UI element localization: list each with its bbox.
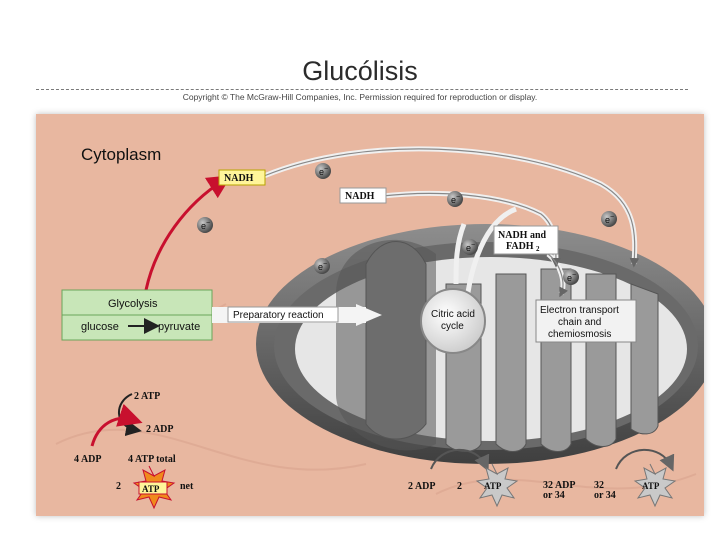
figure-canvas: e− e− e− e− e− e− e− Cytoplasm NADH NADH…	[55, 145, 704, 510]
cytoplasm-label: Cytoplasm	[81, 145, 161, 164]
glucose-label: glucose	[81, 321, 119, 333]
atp-net-badge	[138, 481, 168, 495]
title-divider	[36, 89, 688, 90]
electron-transport-label-b: chain and	[558, 317, 601, 328]
citric-atp-accounting: 2 ADP 2 ATP	[408, 448, 519, 508]
two-adp-out-label: 2 ADP	[146, 424, 174, 435]
electron-icon: e−	[447, 191, 463, 207]
citric-atp-label: ATP	[484, 481, 502, 491]
nadh-fadh-subscript: 2	[536, 245, 540, 253]
etc-atp-star	[633, 463, 677, 508]
pyruvate-label: pyruvate	[158, 321, 200, 333]
svg-text:e−: e−	[318, 261, 327, 272]
electron-icon: e−	[462, 239, 478, 255]
etc-atp-accounting: 32 ADP or 34 32 or 34 ATP	[543, 448, 677, 508]
electron-icon: e−	[315, 163, 331, 179]
atp-net-label: ATP	[142, 484, 160, 494]
svg-text:e−: e−	[466, 242, 475, 253]
net-two-label: 2	[116, 481, 121, 492]
nadh-fadh-box	[493, 225, 559, 255]
electron-icon: e−	[197, 217, 213, 233]
glycolysis-atp-accounting: 2 ATP 2 ADP 4 ADP 4 ATP total 2 ATP net	[74, 391, 194, 510]
two-atp-in-label: 2 ATP	[134, 391, 160, 402]
glycolysis-nadh-arrow	[144, 175, 232, 291]
electron-icon: e−	[314, 258, 330, 274]
etc-atp-count-b: or 34	[594, 490, 616, 501]
electron-transport-label-c: chemiosmosis	[548, 329, 611, 340]
slide-title: Glucólisis	[302, 56, 418, 86]
etc-atp-count-a: 32	[594, 480, 604, 491]
electron-transport-label-a: Electron transport	[540, 305, 619, 316]
citric-atp-count: 2	[457, 481, 462, 492]
citric-acid-label-b: cycle	[441, 321, 464, 332]
nadh-fadh-label-a: NADH and	[498, 230, 547, 241]
four-adp-label: 4 ADP	[74, 454, 102, 465]
citric-acid-label-a: Citric acid	[431, 309, 475, 320]
electron-transport-chain: Electron transport chain and chemiosmosi…	[535, 299, 637, 343]
citric-adp-label: 2 ADP	[408, 481, 436, 492]
citric-acid-cycle: Citric acid cycle	[420, 288, 486, 354]
etc-adp-label-b: or 34	[543, 490, 565, 501]
nadh-box-2	[339, 187, 387, 204]
svg-text:e−: e−	[319, 166, 328, 177]
electron-icon: e−	[601, 211, 617, 227]
nadh-box	[218, 169, 266, 186]
svg-text:e−: e−	[605, 214, 614, 225]
copyright-notice: Copyright © The McGraw-Hill Companies, I…	[182, 92, 538, 102]
etc-adp-label-a: 32 ADP	[543, 480, 576, 491]
svg-text:e−: e−	[201, 220, 210, 231]
nadh-label-2: NADH	[345, 191, 375, 202]
four-atp-total-label: 4 ATP total	[128, 454, 176, 465]
preparatory-reaction-label: Preparatory reaction	[233, 310, 324, 321]
preparatory-reaction: Preparatory reaction	[212, 304, 382, 326]
svg-text:e−: e−	[567, 272, 576, 283]
svg-text:e−: e−	[451, 194, 460, 205]
nadh-label-1: NADH	[224, 173, 254, 184]
citric-atp-star	[475, 463, 519, 508]
glycolysis-box: Glycolysis glucose pyruvate	[61, 289, 213, 341]
cellular-respiration-figure: e− e− e− e− e− e− e− Cytoplasm NADH NADH…	[36, 114, 704, 516]
glycolysis-title: Glycolysis	[108, 298, 158, 310]
net-label: net	[180, 481, 194, 492]
electron-icon: e−	[563, 269, 579, 285]
etc-atp-label: ATP	[642, 481, 660, 491]
nadh-fadh-label-b: FADH	[506, 241, 534, 252]
